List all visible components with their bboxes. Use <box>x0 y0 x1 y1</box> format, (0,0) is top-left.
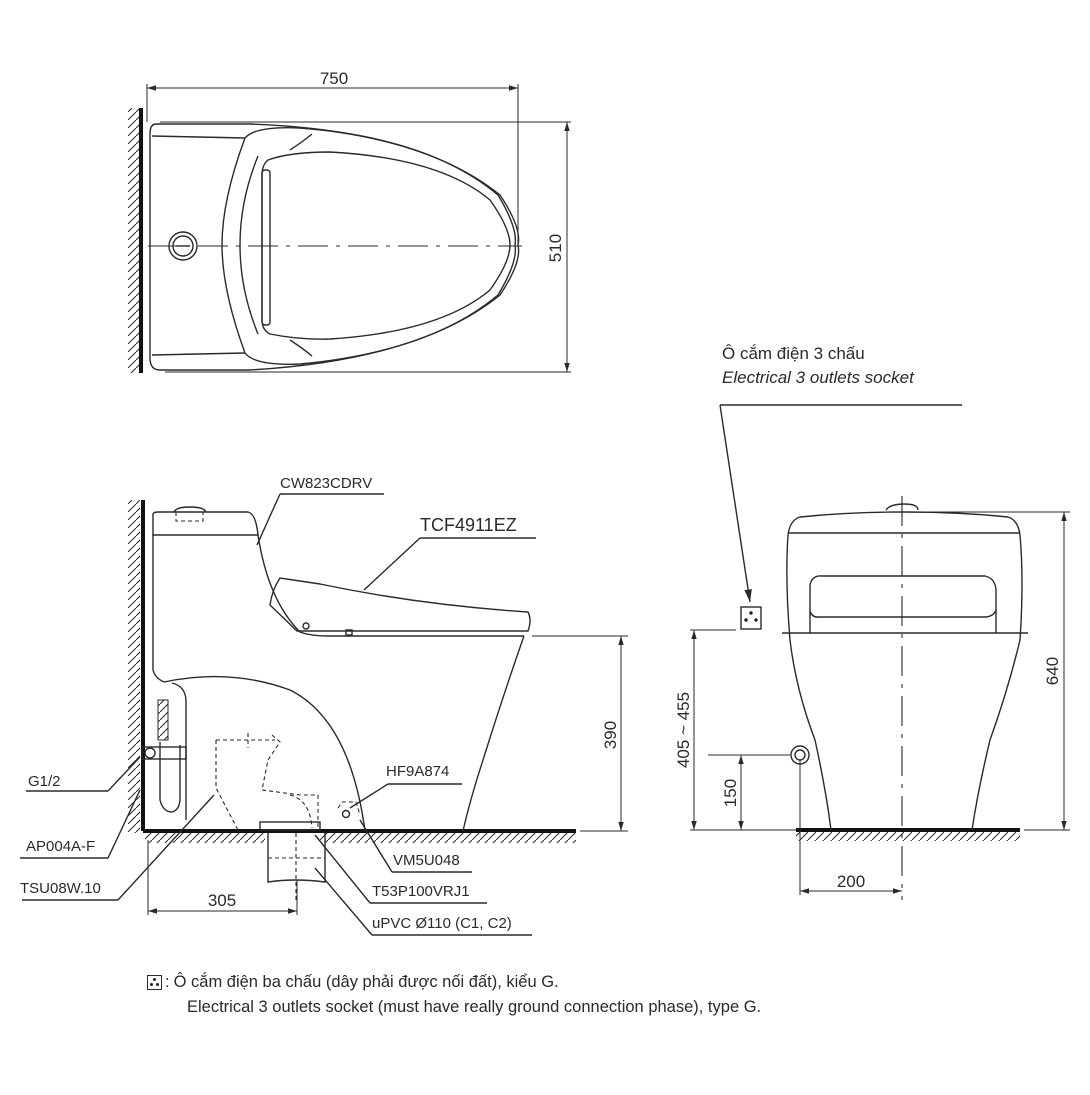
dim-length: 750 <box>320 69 348 88</box>
label-fixing: VM5U048 <box>393 852 460 869</box>
socket-caption-vi: Ô cắm điện 3 chấu <box>722 344 865 363</box>
legend-text-vi: Ô cắm điện ba chấu (dây phải được nối đấ… <box>173 973 559 991</box>
side-seat <box>269 577 531 632</box>
wall-hatch <box>128 108 139 373</box>
socket-caption: Ô cắm điện 3 chấu Electrical 3 outlets s… <box>722 342 914 390</box>
side-bowl-front <box>462 635 525 832</box>
plan-body-outline <box>149 123 520 371</box>
side-tank <box>152 511 259 536</box>
three-pin-socket-icon <box>147 975 162 990</box>
side-skirt-curve <box>163 675 366 832</box>
label-toilet-model: CW823CDRV <box>280 475 372 492</box>
label-hose: TSU08W.10 <box>20 880 101 897</box>
front-seat-back <box>809 575 997 633</box>
plan-lid <box>261 151 511 340</box>
dim-width: 510 <box>546 234 565 262</box>
front-body-left <box>786 516 832 831</box>
dim-seat-height: 390 <box>601 721 620 749</box>
plan-seat-ring <box>221 127 517 365</box>
dim-total-height: 640 <box>1043 657 1062 685</box>
side-bowl-top <box>257 534 524 637</box>
socket-caption-en: Electrical 3 outlets socket <box>722 368 914 387</box>
label-bolt: HF9A874 <box>386 763 449 780</box>
angle-valve <box>141 746 187 760</box>
plan-view: 750 510 <box>128 69 571 373</box>
label-drain-pipe: uPVC Ø110 (C1, C2) <box>372 915 512 932</box>
drain-flange <box>259 821 321 831</box>
side-view: CW823CDRV TCF4911EZ G1/2 AP004A-F TSU08W… <box>20 475 628 936</box>
legend-separator: : <box>165 973 170 991</box>
dim-rough-in: 305 <box>208 891 236 910</box>
label-angle-valve: AP004A-F <box>26 838 95 855</box>
dim-supply-height: 150 <box>721 779 740 807</box>
label-seat-model: TCF4911EZ <box>420 515 517 535</box>
dim-socket-height: 405 ~ 455 <box>674 692 693 768</box>
trapway-hidden <box>215 733 319 831</box>
legend-note: : Ô cắm điện ba chấu (dây phải được nối … <box>147 970 761 1020</box>
legend-text-en: Electrical 3 outlets socket (must have r… <box>187 998 762 1016</box>
front-view: 405 ~ 455 150 200 640 <box>674 404 1070 900</box>
socket-icon <box>740 606 762 630</box>
label-flange: T53P100VRJ1 <box>372 883 470 900</box>
label-valve-thread: G1/2 <box>28 773 61 790</box>
bolt-icon <box>341 809 351 819</box>
front-body-right <box>971 516 1023 831</box>
dim-supply-offset: 200 <box>837 872 865 891</box>
drain-pipe <box>267 833 326 883</box>
